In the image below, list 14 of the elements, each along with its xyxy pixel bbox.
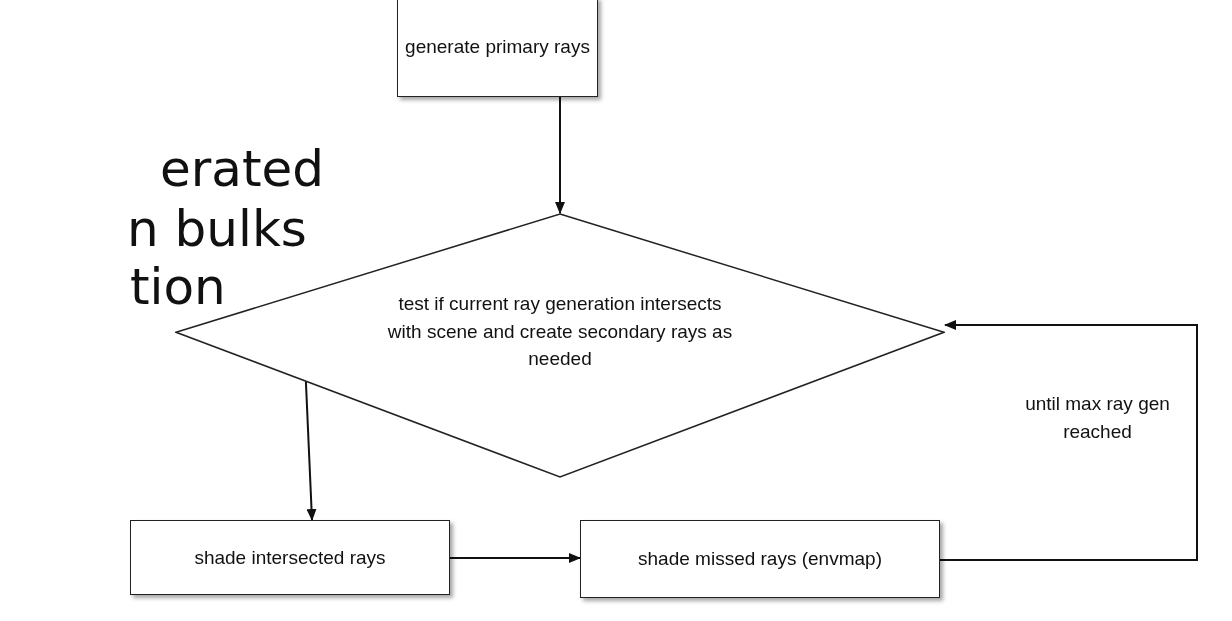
node-label: shade missed rays (envmap) (638, 547, 882, 572)
slide-text: n bulks (127, 200, 307, 258)
process-box (580, 520, 940, 598)
node-label: generate primary rays (405, 35, 590, 60)
arrow (939, 320, 1198, 561)
arrow (449, 553, 581, 563)
slide-text: erated (160, 140, 325, 198)
process-box (397, 0, 598, 97)
node-label: test if current ray generation intersects with scene and create secondary rays as needed (386, 292, 734, 372)
process-box (130, 520, 450, 595)
arrow (555, 96, 565, 214)
node-label: shade intersected rays (194, 545, 386, 570)
arrow (304, 380, 317, 521)
slide-text: tion (130, 258, 226, 316)
